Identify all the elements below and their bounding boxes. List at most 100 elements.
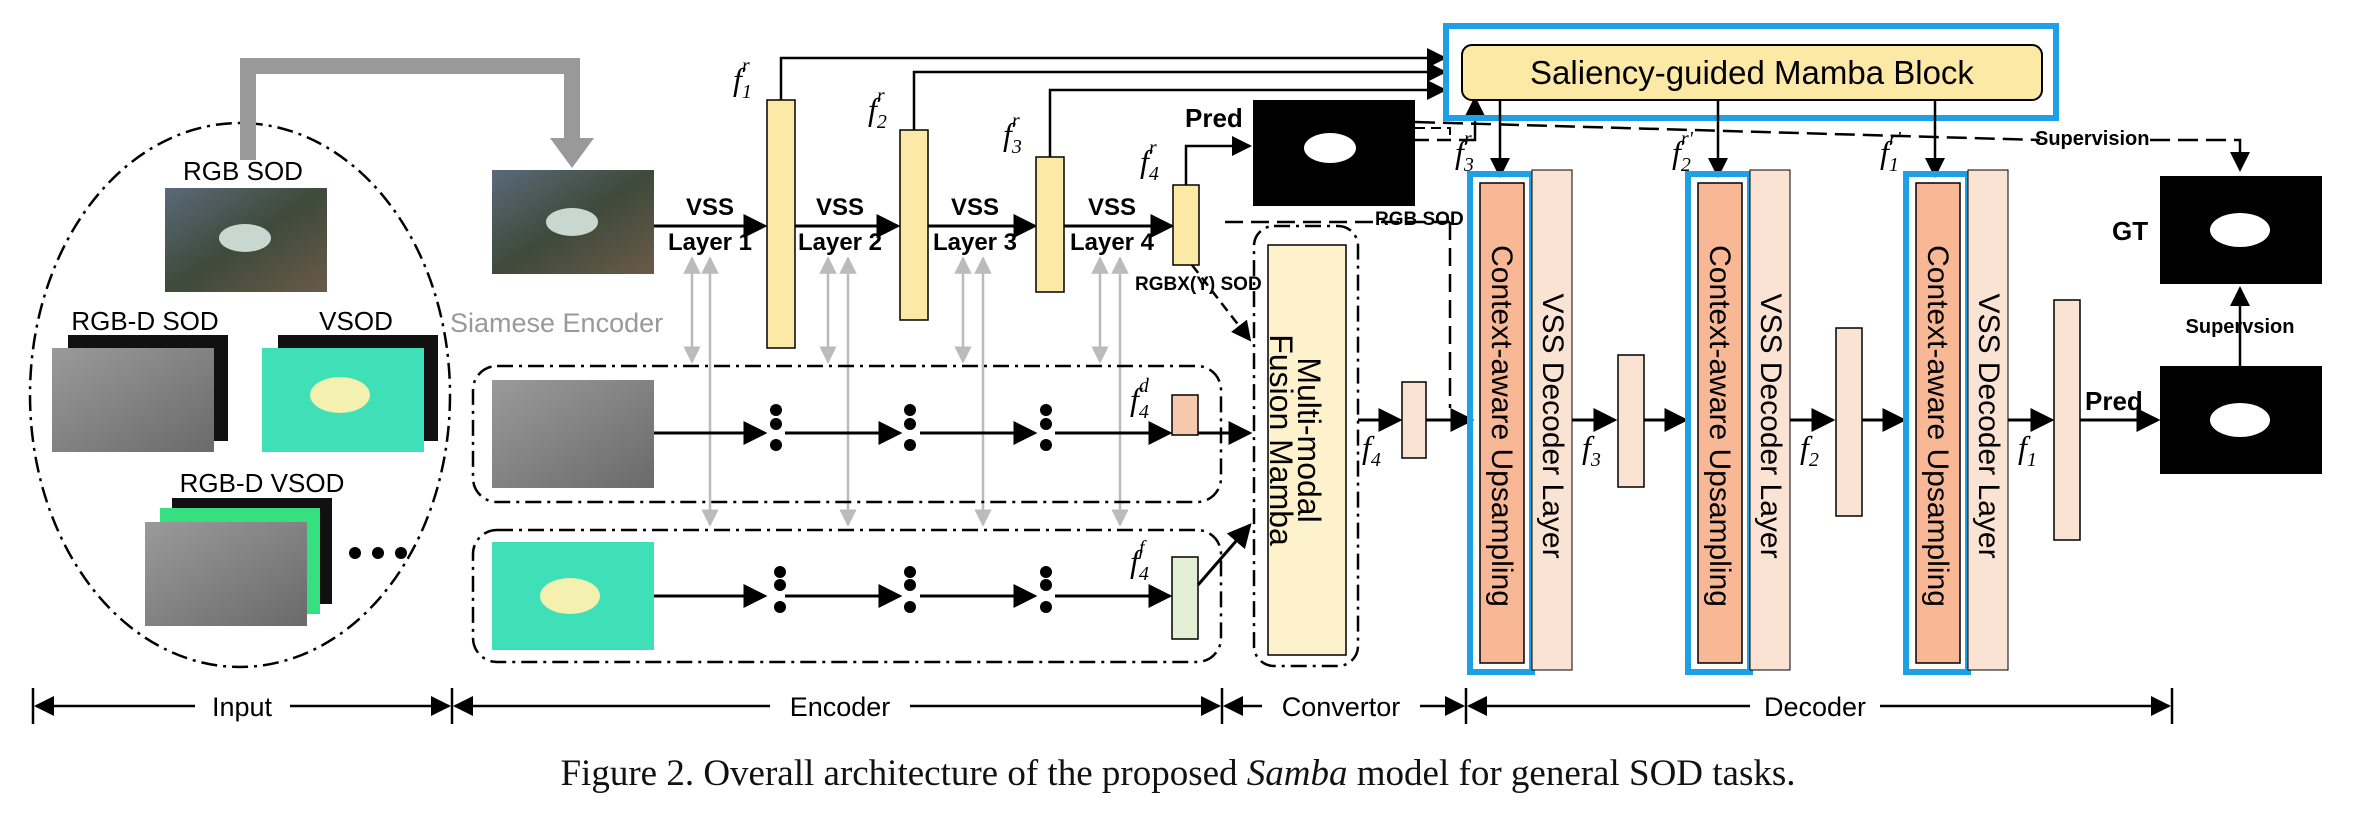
skip-label-2: f2r' [1672,128,1694,176]
section-decoder: Decoder [1764,692,1866,722]
sgm-block [1461,44,2043,101]
depth-branch-image [492,380,654,488]
feature-f3 [1617,354,1645,488]
dot [395,547,407,559]
label-f1r: f1r [733,55,752,103]
skip-label-1: f1r' [1880,128,1902,176]
label-f2r: f2r [868,85,887,133]
weight-sharing-arrows [683,256,1129,527]
label-f4d: f4d [1130,375,1150,423]
gray-input-arrow [240,58,580,160]
figure-caption: Figure 2. Overall architecture of the pr… [0,752,2356,795]
flow-ellipsis-dots [774,566,1052,613]
ctx-label-2: Context-aware Upsampling [1703,245,1736,607]
label-f4: f4 [1362,429,1381,471]
feature-f2 [1835,327,1863,517]
dot [349,547,361,559]
vss-label-1: VSS [686,194,734,221]
flow-fish [310,377,370,413]
skip-label-3: f3r' [1455,128,1477,176]
caption-prefix: Figure 2. Overall architecture of the pr… [560,753,1247,794]
feature-f3r [1035,156,1065,293]
gt-label: GT [2112,216,2148,246]
fish-shape [219,224,271,252]
ctx-label-3: Context-aware Upsampling [1921,245,1954,607]
pred-label: Pred [1185,103,1243,133]
label-rgb-sod: RGB SOD [183,156,303,186]
rgb-sod-tag: RGB SOD [1375,209,1464,230]
pred-output-fish [2210,403,2270,437]
siamese-label: Siamese Encoder [450,308,663,338]
ctx-label-1: Context-aware Upsampling [1485,245,1518,607]
ctx-upsampling-1 [1479,182,1525,664]
section-encoder: Encoder [790,692,891,722]
section-input: Input [212,692,273,722]
caption-model: Samba [1246,753,1348,794]
fusion-label-1: Multi-modal [1291,357,1327,522]
line-f4-pred [1184,136,1252,185]
feature-f4f [1171,556,1199,640]
gt-fish [2210,213,2270,247]
fusion-mamba-box [1267,244,1347,656]
label-f3r: f3r [1003,110,1022,158]
label-f2: f2 [1800,429,1819,471]
sgm-block-group: Saliency-guided Mamba Block Supervision [1414,23,2250,178]
vss-dec-label-2: VSS Decoder Layer [1754,293,1787,558]
line-f1-sgm [779,48,1447,100]
ctx-upsampling-2 [1697,182,1743,664]
arrow-f4f-fusion [1196,523,1252,586]
dashed [1415,127,1451,138]
label-f3: f3 [1582,429,1601,471]
depth-ellipsis-dots [770,404,1052,451]
line-f2-sgm [912,62,1447,130]
convertor-group: Multi-modal Fusion Mamba f4 [1252,224,1475,668]
line-f3-sgm [1048,80,1447,157]
vss-decoder-2 [1749,169,1791,671]
supervision2-label: Supervsion [2186,316,2295,338]
vss-dec-label-3: VSS Decoder Layer [1972,293,2005,558]
decoder-group: Context-aware Upsampling VSS Decoder Lay… [1455,128,2322,675]
feature-f4r [1172,184,1200,266]
sgm-highlight [1443,23,2059,121]
feature-f1 [2053,299,2081,541]
encoder-group: VSS Layer 1 VSS Layer 2 VSS Layer 3 VSS … [450,48,1485,664]
fusion-label-2: Fusion Mamba [1263,334,1299,546]
feature-f2r [899,129,929,321]
sgm-label: Saliency-guided Mamba Block [1530,54,1974,91]
input-group: RGB SOD RGB-D SOD VSOD RGB-D VSOD [28,58,594,669]
vss-dec-label-1: VSS Decoder Layer [1536,293,1569,558]
label-rgbd-vsod: RGB-D VSOD [180,468,345,498]
label-f4f: f4f [1130,537,1149,585]
fish-shape [546,208,598,236]
layer-label-2: Layer 2 [798,229,882,256]
vss-label-2: VSS [816,194,864,221]
ctx-upsampling-3 [1915,182,1961,664]
layer-label-1: Layer 1 [668,229,752,256]
section-spans [31,688,2174,724]
feature-f1r [766,99,796,349]
label-rgbd-sod: RGB-D SOD [71,306,218,336]
vss-label-4: VSS [1088,194,1136,221]
rgbx-tag: RGBX(Y) SOD [1135,274,1262,295]
supervision-dash [1414,120,2041,142]
supervision-label: Supervision [2035,128,2149,150]
vss-decoder-3 [1967,169,2009,671]
stack-front [145,522,307,626]
pred-out-label: Pred [2085,386,2143,416]
label-f1: f1 [2018,429,2037,471]
flow-branch-box [471,528,1223,664]
feature-f4d [1171,394,1199,436]
vss-decoder-1 [1531,169,1573,671]
feature-f4 [1401,381,1427,459]
flow-fish [540,578,600,614]
depth-image [52,348,214,452]
caption-suffix: model for general SOD tasks. [1347,753,1796,794]
label-vsod: VSOD [319,306,393,336]
gray-arrow-head [550,138,594,168]
layer-label-4: Layer 4 [1070,229,1155,256]
arrow-pred-sgm [1460,96,1485,142]
dot [372,547,384,559]
layer-label-3: Layer 3 [933,229,1017,256]
section-convertor: Convertor [1282,692,1401,722]
fusion-outer-box [1252,224,1360,668]
